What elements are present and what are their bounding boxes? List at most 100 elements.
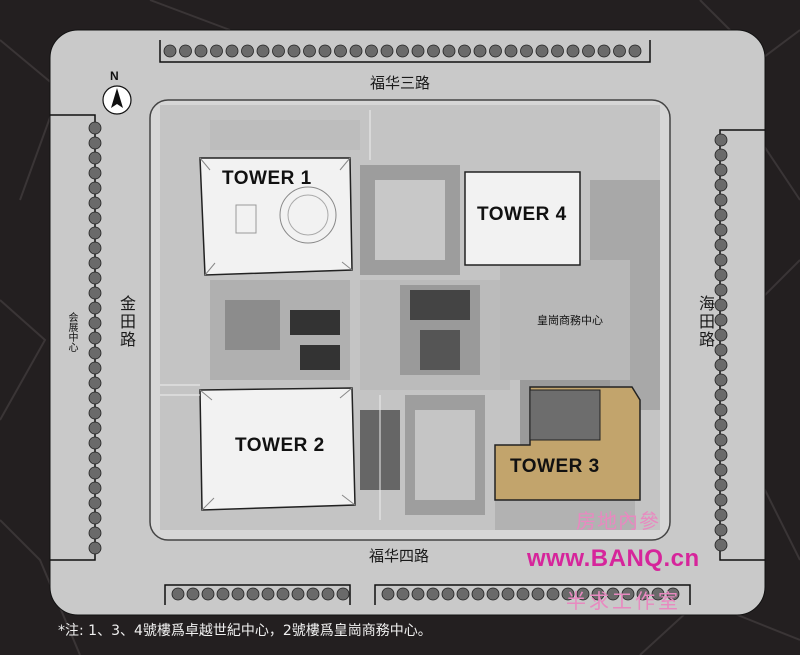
tree-icon xyxy=(396,44,409,58)
tree-icon xyxy=(714,148,728,162)
road-label-west: 金田路 xyxy=(117,295,136,349)
tree-icon xyxy=(591,587,605,601)
tree-icon xyxy=(318,44,332,58)
tree-icon xyxy=(171,587,185,601)
tree-icon xyxy=(531,587,545,601)
tree-icon xyxy=(88,346,102,360)
tree-icon xyxy=(714,133,728,147)
tree-icon xyxy=(714,538,728,552)
tree-icon xyxy=(272,44,285,58)
tree-icon xyxy=(88,331,102,345)
tree-icon xyxy=(516,587,530,601)
footnote: *注: 1、3、4號樓爲卓越世紀中心，2號樓爲皇崗商務中心。 xyxy=(58,623,432,639)
tree-icon xyxy=(613,44,626,58)
tree-icon xyxy=(246,587,260,601)
tree-icon xyxy=(88,196,102,210)
tree-icon xyxy=(456,587,470,601)
tree-icon xyxy=(427,44,440,58)
tree-icon xyxy=(714,448,728,462)
tree-icon xyxy=(88,136,102,150)
tree-icon xyxy=(714,283,728,297)
tree-icon xyxy=(714,223,728,237)
tree-icon xyxy=(88,361,102,375)
tree-icon xyxy=(88,406,102,420)
tree-icon xyxy=(349,44,363,58)
tree-icon xyxy=(582,44,595,58)
tree-icon xyxy=(426,587,440,601)
tree-icon xyxy=(714,478,728,492)
tree-icon xyxy=(471,587,485,601)
tree-icon xyxy=(88,496,102,510)
tree-icon xyxy=(88,226,102,240)
tower-2-label: TOWER 2 xyxy=(235,435,325,456)
tree-icon xyxy=(380,44,394,58)
tree-icon xyxy=(88,256,102,270)
tree-icon xyxy=(714,193,728,207)
tree-icon xyxy=(88,166,102,180)
tree-icon xyxy=(442,44,456,58)
tree-icon xyxy=(714,508,728,522)
tree-icon xyxy=(441,587,455,601)
tree-row-south xyxy=(164,584,691,605)
tree-icon xyxy=(520,44,533,58)
tree-icon xyxy=(714,253,728,267)
tree-icon xyxy=(216,587,230,601)
tree-icon xyxy=(334,44,347,58)
tree-icon xyxy=(535,44,549,58)
watermark-url: www.BANQ.cn xyxy=(527,545,700,572)
tree-icon xyxy=(576,587,590,601)
tree-icon xyxy=(628,44,642,58)
tree-icon xyxy=(714,163,728,177)
tree-icon xyxy=(597,44,611,58)
tree-icon xyxy=(551,44,564,58)
tree-icon xyxy=(88,211,102,225)
tree-icon xyxy=(163,44,177,58)
tree-icon xyxy=(411,587,425,601)
tree-icon xyxy=(88,451,102,465)
tree-icon xyxy=(88,241,102,255)
tree-icon xyxy=(396,587,410,601)
tree-icon xyxy=(411,44,425,58)
tree-icon xyxy=(336,587,350,601)
tree-icon xyxy=(88,391,102,405)
tree-icon xyxy=(714,178,728,192)
tree-icon xyxy=(666,587,680,601)
north-arrow-icon xyxy=(102,85,132,115)
tree-icon xyxy=(306,587,320,601)
road-label-south: 福华四路 xyxy=(369,547,430,565)
tree-icon xyxy=(287,44,301,58)
tree-icon xyxy=(546,587,560,601)
tree-icon xyxy=(714,343,728,357)
watermark-line-1: 房地內參 xyxy=(576,509,660,533)
tree-icon xyxy=(88,511,102,525)
tree-icon xyxy=(714,388,728,402)
tree-icon xyxy=(365,44,378,58)
north-label: N xyxy=(110,69,119,83)
tree-icon xyxy=(256,44,270,58)
tower-1-label: TOWER 1 xyxy=(222,168,312,189)
tree-icon xyxy=(714,268,728,282)
tower-3-label: TOWER 3 xyxy=(510,456,600,477)
tree-icon xyxy=(561,587,575,601)
road-label-north: 福华三路 xyxy=(370,74,431,92)
tree-icon xyxy=(473,44,487,58)
huanggang-center-label: 皇崗商務中心 xyxy=(537,314,603,327)
tree-icon xyxy=(489,44,502,58)
tree-icon xyxy=(88,466,102,480)
tree-icon xyxy=(231,587,245,601)
tree-icon xyxy=(88,301,102,315)
tree-icon xyxy=(714,328,728,342)
tree-icon xyxy=(201,587,215,601)
tree-icon xyxy=(88,151,102,165)
tree-icon xyxy=(381,587,395,601)
tree-icon xyxy=(714,463,728,477)
tree-icon xyxy=(88,436,102,450)
tree-icon xyxy=(714,433,728,447)
tree-icon xyxy=(225,44,239,58)
tree-icon xyxy=(714,238,728,252)
tree-icon xyxy=(714,523,728,537)
tree-icon xyxy=(606,587,620,601)
tree-row-north xyxy=(159,40,651,63)
tree-icon xyxy=(714,403,728,417)
